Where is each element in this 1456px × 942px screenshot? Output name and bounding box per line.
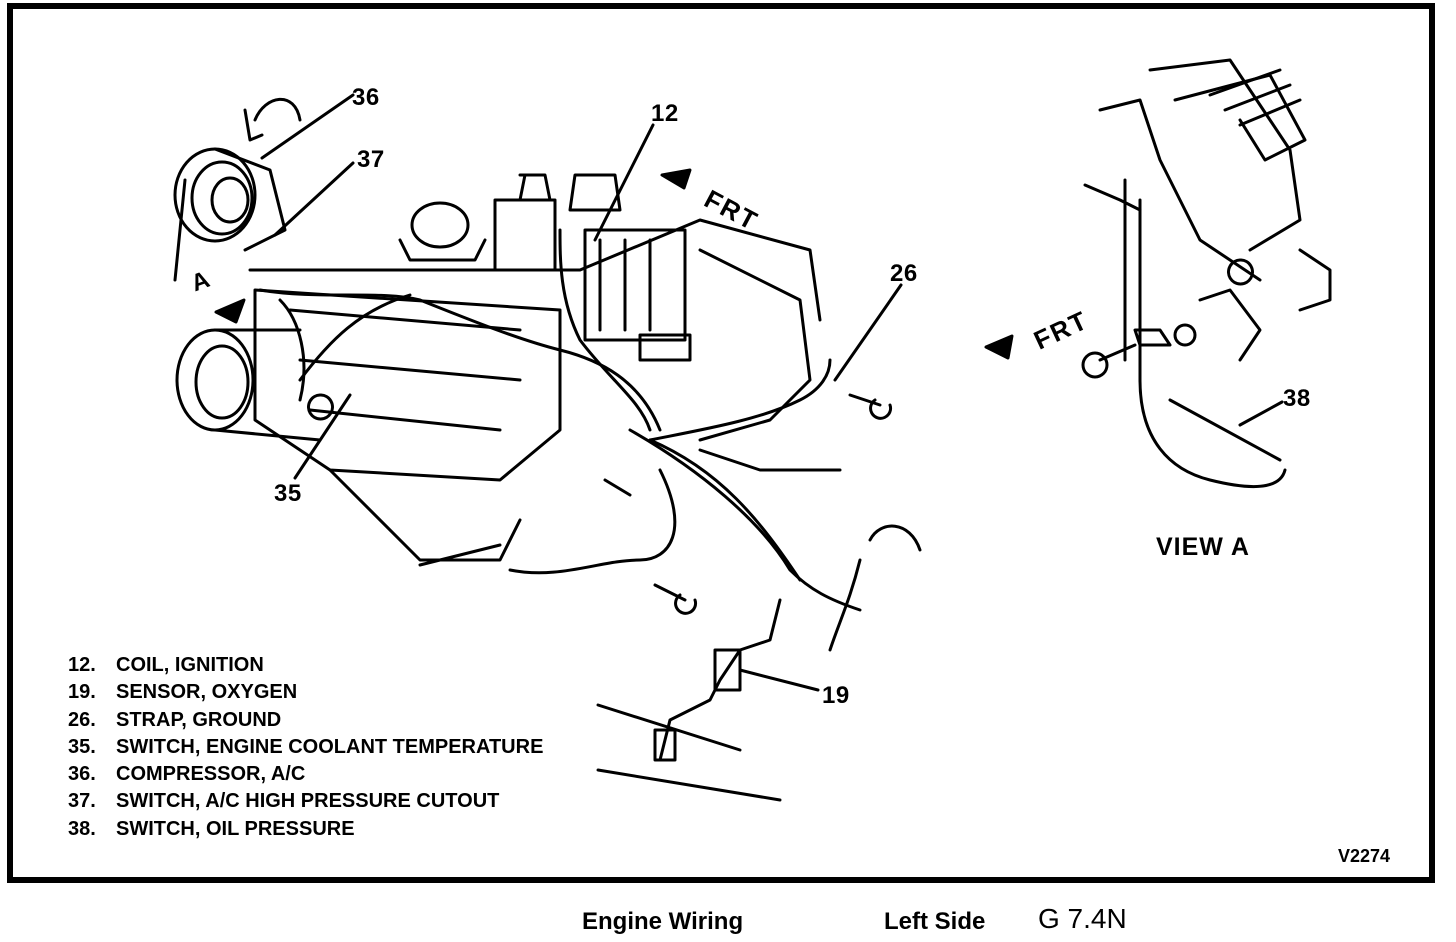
legend-item: 38. SWITCH, OIL PRESSURE [68,816,543,843]
harness-drawing [258,228,922,762]
view-a-label: VIEW A [1156,533,1250,561]
legend-label: STRAP, GROUND [116,708,282,731]
callout-37: 37 [357,146,385,173]
legend-label: SWITCH, A/C HIGH PRESSURE CUTOUT [116,790,500,813]
callout-36: 36 [352,84,380,111]
lower-pulley-drawing [175,328,322,442]
direction-arrow-a [214,298,246,324]
frt-arrow-main [660,168,692,190]
oxygen-sensor-drawing [596,648,782,802]
view-a-drawing [1081,58,1332,489]
legend-item: 19. SENSOR, OXYGEN [68,679,543,706]
callout-35: 35 [274,480,302,507]
legend-item: 36. COMPRESSOR, A/C [68,761,543,788]
caption-side: Left Side [884,908,986,935]
callout-26: 26 [890,260,918,287]
legend-item: 35. SWITCH, ENGINE COOLANT TEMPERATURE [68,734,543,761]
diagram-frame [7,3,1435,883]
leader-lines [260,93,1284,692]
legend-label: COMPRESSOR, A/C [116,763,306,786]
legend-item: 37. SWITCH, A/C HIGH PRESSURE CUTOUT [68,788,543,815]
legend-number: 19. [68,681,96,704]
callout-12: 12 [651,100,679,127]
legend-item: 12. COIL, IGNITION [68,652,543,679]
legend-label: COIL, IGNITION [116,654,264,676]
compressor-drawing [173,97,302,282]
figure-code: V2274 [1338,846,1391,866]
legend-number: 26. [68,708,96,731]
callout-19: 19 [822,682,850,709]
legend-number: 38. [68,817,96,840]
legend-label: SWITCH, OIL PRESSURE [116,817,355,840]
parts-legend: 12. COIL, IGNITION 19. SENSOR, OXYGEN 26. S… [68,652,543,843]
caption-model: G 7.4N [1038,903,1127,934]
callout-38: 38 [1283,385,1311,412]
legend-label: SENSOR, OXYGEN [116,681,298,704]
frt-arrow-view-a [984,334,1014,360]
engine-block-drawing [248,173,842,567]
legend-label: SWITCH, ENGINE COOLANT TEMPERATURE [116,735,544,758]
legend-number: 36. [68,763,96,786]
legend-number: 35. [68,735,96,758]
caption-title: Engine Wiring [582,908,744,935]
bolt-drawings [307,393,893,615]
legend-item: 26. STRAP, GROUND [68,707,543,734]
legend-number: 37. [68,790,96,813]
legend-number: 12. [68,654,96,676]
